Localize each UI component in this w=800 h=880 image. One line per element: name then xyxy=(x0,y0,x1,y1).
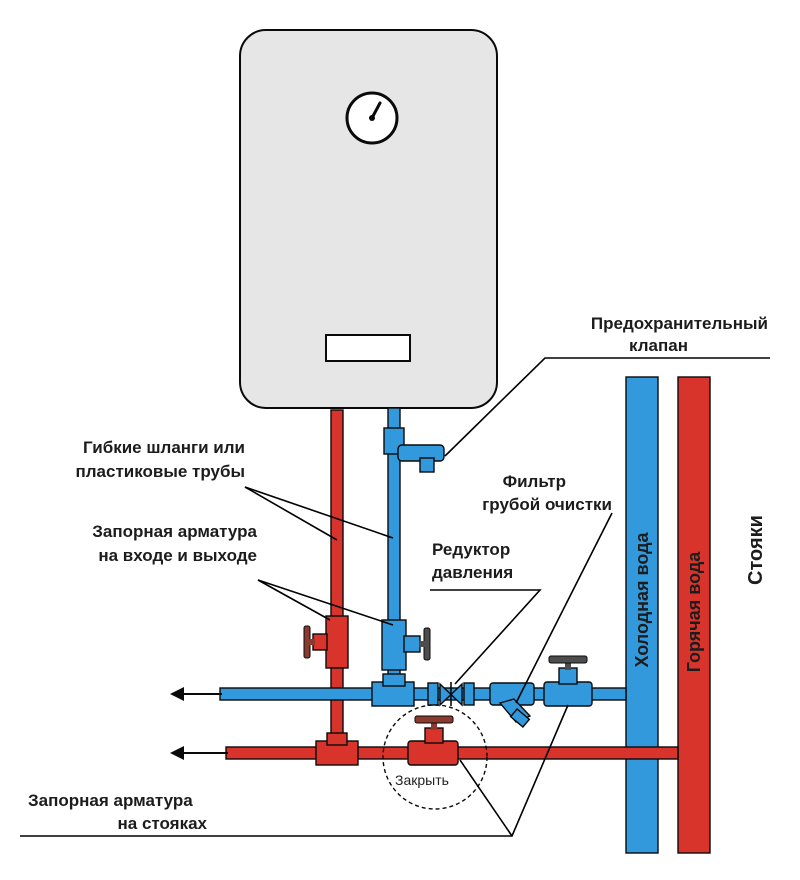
cold-water-riser xyxy=(625,376,659,854)
risers-title: Стояки xyxy=(745,515,767,585)
coarse-filter-label-line2: грубой очистки xyxy=(482,495,612,514)
shutoff-io-label-line1: Запорная арматура xyxy=(92,522,257,541)
pressure-reducer-label-line2: давления xyxy=(432,563,513,582)
labels: Предохранительный клапан Гибкие шланги и… xyxy=(28,314,768,833)
flex-hoses-label-line2: пластиковые трубы xyxy=(75,462,245,481)
coarse-filter xyxy=(489,682,535,728)
shutoff-risers-label-line2: на стояках xyxy=(118,814,208,833)
cold-inlet-valve[interactable] xyxy=(381,619,431,671)
hot-water-riser-label: Горячая вода xyxy=(684,551,704,673)
hot-water-riser xyxy=(677,376,711,854)
safety-valve xyxy=(383,427,445,473)
safety-valve-label-line1: Предохранительный xyxy=(591,314,768,333)
hot-outlet-valve[interactable] xyxy=(303,615,349,669)
pressure-reducer xyxy=(427,682,475,707)
pressure-reducer-label-line1: Редуктор xyxy=(432,540,510,559)
close-label: Закрыть xyxy=(395,772,449,788)
shutoff-io-label-line2: на входе и выходе xyxy=(98,546,257,565)
display-panel xyxy=(325,334,411,362)
cold-water-riser-label: Холодная вода xyxy=(632,531,652,667)
water-heater xyxy=(239,29,498,409)
shutoff-risers-label-line1: Запорная арматура xyxy=(28,791,193,810)
hot-riser-shutoff-valve[interactable] xyxy=(407,715,459,766)
close-highlight-circle xyxy=(382,704,488,810)
safety-valve-label-line2: клапан xyxy=(629,336,688,355)
hot-flow-arrow-icon xyxy=(170,746,228,760)
cold-riser-shutoff-valve[interactable] xyxy=(543,655,593,707)
hot-outlet-pipe xyxy=(225,409,679,766)
cold-flow-arrow-icon xyxy=(170,687,222,701)
leader-lines xyxy=(20,357,770,837)
pressure-gauge-icon xyxy=(345,91,399,145)
coarse-filter-label-line1: Фильтр xyxy=(503,472,566,491)
flex-hoses-label-line1: Гибкие шланги или xyxy=(83,438,245,457)
